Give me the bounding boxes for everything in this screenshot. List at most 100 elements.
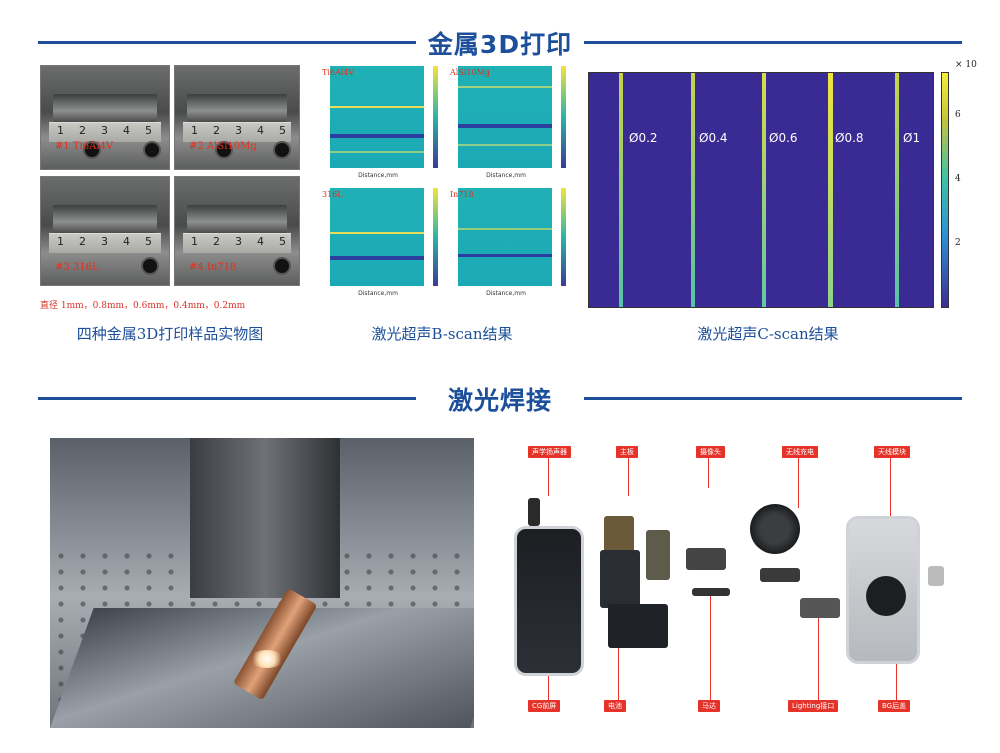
- heading-rule-right: [584, 397, 962, 400]
- weld-spark: [250, 650, 284, 668]
- sample-photo-2: 1 2 3 4 5 #2 AlSi10Mg: [174, 65, 300, 170]
- sample-photo-3: 1 2 3 4 5 #3 316L: [40, 176, 170, 286]
- flex-cable: [760, 568, 800, 582]
- motor-part: [692, 588, 730, 596]
- ruler-mark: 3: [101, 124, 108, 137]
- ruler: 1 2 3 4 5: [49, 233, 161, 253]
- bscan-tag: In718: [450, 190, 474, 199]
- bscan-colorbar: [433, 188, 438, 286]
- ruler-mark: 4: [123, 124, 130, 137]
- bscan-panel-4: In718 Distance,mm: [446, 188, 566, 298]
- leader-line: [548, 676, 549, 700]
- cscan-label: Ø0.4: [699, 131, 728, 145]
- bscan-tag: AlSi10Mg: [450, 68, 490, 77]
- bscan-echo: [330, 256, 424, 260]
- ruler-mark: 2: [79, 235, 86, 248]
- ruler: 1 2 3 4 5: [183, 122, 291, 142]
- part-label: 天线模块: [874, 446, 910, 458]
- bscan-plot: [458, 188, 552, 286]
- phone-teardown: 声学扬声器 主板 摄像头 无线充电 天线模块 CG前屏 电池 马达 Li: [500, 438, 960, 728]
- ruler-mark: 2: [213, 235, 220, 248]
- bscan-xlabel: Distance,mm: [358, 290, 398, 297]
- hole: [141, 257, 159, 275]
- ruler-mark: 4: [257, 235, 264, 248]
- leader-line: [618, 648, 619, 700]
- leader-line: [708, 458, 709, 488]
- bscan-echo: [330, 106, 424, 108]
- leader-line: [710, 596, 711, 700]
- cscan-label: Ø0.8: [835, 131, 864, 145]
- bscan-panel-3: 316L Distance,mm: [318, 188, 438, 298]
- laser-welding-photo: [50, 438, 474, 728]
- ruler-mark: 5: [279, 235, 286, 248]
- section-heading-3d-printing: 金属3D打印: [38, 22, 962, 62]
- part-label: BG后盖: [878, 700, 911, 712]
- heading-rule-left: [38, 397, 416, 400]
- camera-part: [686, 548, 726, 570]
- ruler-mark: 4: [123, 235, 130, 248]
- leader-line: [890, 458, 891, 518]
- leader-line: [548, 458, 549, 496]
- part-label: 摄像头: [696, 446, 725, 458]
- part-label: CG前屏: [528, 700, 561, 712]
- bscan-xlabel: Distance,mm: [358, 172, 398, 179]
- diameter-note: 直径 1mm，0.8mm，0.6mm，0.4mm，0.2mm: [40, 301, 246, 311]
- ruler-mark: 1: [191, 124, 198, 137]
- section-title: 激光焊接: [447, 386, 552, 415]
- cscan-label: Ø0.6: [769, 131, 798, 145]
- cscan-label: Ø0.2: [629, 131, 658, 145]
- bscan-colorbar: [433, 66, 438, 168]
- bscan-panel-1: Ti6Al4V Distance,mm: [318, 66, 438, 180]
- bscan-tag: Ti6Al4V: [322, 68, 355, 77]
- leader-line: [798, 458, 799, 508]
- speaker-part: [528, 498, 540, 526]
- cscan-colorbar: [941, 72, 949, 308]
- ruler: 1 2 3 4 5: [49, 122, 161, 142]
- colorbar-tick: 6: [955, 110, 961, 120]
- ruler-mark: 3: [235, 124, 242, 137]
- hole: [83, 141, 101, 159]
- heading-rule-right: [584, 41, 962, 44]
- cscan-defect: [828, 73, 833, 307]
- sample-bar: [187, 205, 287, 233]
- leader-line: [628, 458, 629, 496]
- cscan-defect: [619, 73, 623, 307]
- cscan-defect: [691, 73, 695, 307]
- part-label: 声学扬声器: [528, 446, 571, 458]
- ruler-mark: 2: [213, 124, 220, 137]
- leader-line: [896, 664, 897, 700]
- welding-head: [190, 438, 340, 598]
- ruler-mark: 2: [79, 124, 86, 137]
- bscan-colorbar: [561, 188, 566, 286]
- ruler-mark: 3: [101, 235, 108, 248]
- cscan-image: Ø0.2 Ø0.4 Ø0.6 Ø0.8 Ø1: [588, 72, 934, 308]
- ruler-mark: 5: [145, 235, 152, 248]
- bscan-echo: [330, 232, 424, 234]
- battery-part: [608, 604, 668, 648]
- sample-label: #3 316L: [55, 262, 99, 273]
- sim-tray: [928, 566, 944, 586]
- bscan-echo: [330, 151, 424, 153]
- part-label: 电池: [604, 700, 626, 712]
- cscan-defect: [762, 73, 766, 307]
- bscan-plot: [330, 188, 424, 286]
- sample-bar: [187, 94, 287, 122]
- bscan-plot: [458, 66, 552, 168]
- bscan-echo: [458, 124, 552, 128]
- bscan-echo: [458, 228, 552, 230]
- hole: [273, 257, 291, 275]
- colorbar-exponent: × 10: [955, 60, 977, 70]
- sample-label: #1 Ti6Al4V: [55, 141, 114, 152]
- sample-photo-1: 1 2 3 4 5 #1 Ti6Al4V: [40, 65, 170, 170]
- bscan-echo: [458, 86, 552, 88]
- sample-label: #2 AlSi10Mg: [189, 141, 257, 152]
- hole: [273, 141, 291, 159]
- colorbar-tick: 4: [955, 174, 961, 184]
- ruler-mark: 1: [191, 235, 198, 248]
- part-label: 主板: [616, 446, 638, 458]
- ruler-mark: 1: [57, 124, 64, 137]
- mainboard-part: [646, 530, 670, 580]
- hole: [143, 141, 161, 159]
- sample-bar: [53, 205, 157, 233]
- bscan-panel-2: AlSi10Mg Distance,mm: [446, 66, 566, 180]
